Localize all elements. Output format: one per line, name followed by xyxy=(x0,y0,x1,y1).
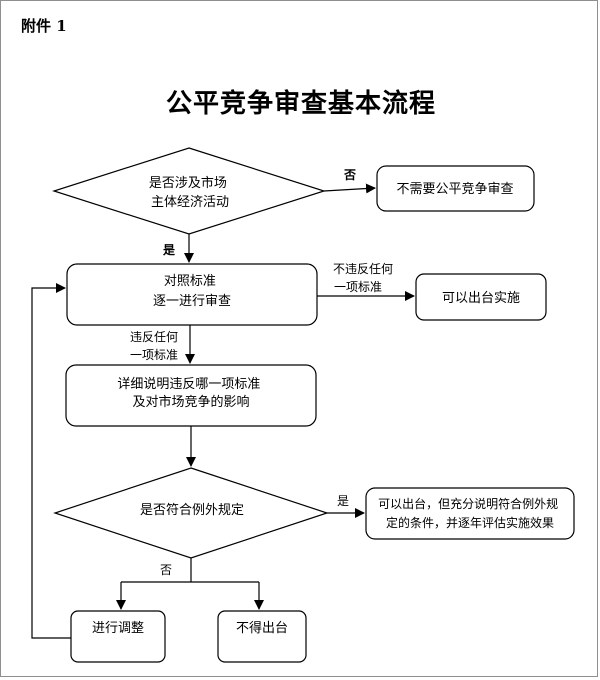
edge-label-violation: 违反任何 一项标准 xyxy=(130,330,182,362)
issue-with-explanation-line-2: 定的条件，并逐年评估实施效果 xyxy=(386,515,554,530)
edge-label-violation-line-2: 一项标准 xyxy=(130,348,178,362)
decision-market-line-1: 是否涉及市场 xyxy=(149,175,227,191)
cannot-issue-box xyxy=(217,610,307,663)
adjust-box xyxy=(70,610,166,663)
attachment-label: 附件 1 xyxy=(21,17,67,35)
edge-label-no-violation: 不违反任何 一项标准 xyxy=(333,262,397,294)
explain-violation-text: 详细说明违反哪一项标准 及对市场竞争的影响 xyxy=(117,377,264,410)
edge-label-violation-line-1: 违反任何 xyxy=(130,330,178,344)
decision-market-text: 是否涉及市场 主体经济活动 xyxy=(149,175,231,210)
compare-standards-line-1: 对照标准 xyxy=(164,274,216,289)
edge-label-exception-yes: 是 xyxy=(337,494,349,508)
edge-label-market-yes: 是 xyxy=(162,243,176,257)
issue-with-explanation-line-1: 可以出台，但充分说明符合例外规 xyxy=(378,496,558,511)
edge-label-no-violation-line-1: 不违反任何 xyxy=(333,262,393,276)
issue-with-explanation-text: 可以出台，但充分说明符合例外规 定的条件，并逐年评估实施效果 xyxy=(378,496,562,530)
arrow-market-to-no-review xyxy=(323,183,376,194)
edge-label-no-violation-line-2: 一项标准 xyxy=(334,280,382,294)
decision-exception-text: 是否符合例外规定 xyxy=(140,502,244,518)
edge-label-market-no: 否 xyxy=(343,168,356,182)
compare-standards-line-2: 逐一进行审查 xyxy=(153,294,231,309)
explain-violation-line-1: 详细说明违反哪一项标准 xyxy=(117,377,260,392)
issue-with-explanation-box xyxy=(365,487,575,540)
adjust-text: 进行调整 xyxy=(92,621,144,636)
no-review-text: 不需要公平竞争审查 xyxy=(396,181,513,197)
compare-standards-text: 对照标准 逐一进行审查 xyxy=(153,274,231,309)
decision-market-line-2: 主体经济活动 xyxy=(151,195,229,210)
compare-standards-box xyxy=(66,263,318,326)
edge-label-exception-no: 否 xyxy=(160,563,172,577)
explain-violation-line-2: 及对市场竞争的影响 xyxy=(132,394,249,410)
can-issue-text: 可以出台实施 xyxy=(442,291,520,306)
can-issue-box xyxy=(415,273,547,321)
arrow-adjust-loop-to-compare xyxy=(31,283,71,639)
no-review-box xyxy=(376,165,535,212)
decision-market-diamond xyxy=(52,147,326,235)
flowchart-title: 公平竞争审查基本流程 xyxy=(165,89,436,119)
cannot-issue-text: 不得出台 xyxy=(236,620,288,636)
